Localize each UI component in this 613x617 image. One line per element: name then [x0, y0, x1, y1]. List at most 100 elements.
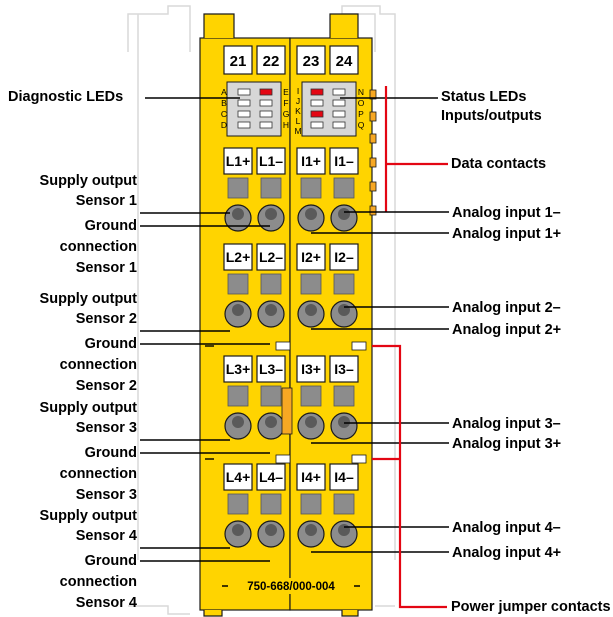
status-led-window	[301, 81, 357, 137]
led-letter: K	[295, 106, 301, 116]
data-contact	[369, 157, 377, 168]
led-letter: J	[296, 96, 300, 106]
led-letter: F	[283, 98, 288, 108]
clamp-spring	[232, 524, 244, 536]
channel-label-box	[296, 355, 326, 383]
jumper-marker	[275, 454, 291, 464]
channel-label: L3+	[226, 361, 251, 377]
terminal-number: 24	[336, 53, 353, 70]
analog-input-label: Analog input 3+	[452, 436, 561, 452]
top-latch-left	[203, 13, 235, 38]
led-letter: L	[296, 116, 301, 126]
channel-label: I1+	[301, 153, 321, 169]
channel-label-box	[256, 355, 286, 383]
release-slot	[333, 273, 355, 295]
ground-connection-label: connection	[60, 357, 137, 373]
led-indicator	[310, 121, 324, 129]
channel-label-box	[223, 463, 253, 491]
release-slot	[227, 177, 249, 199]
clamp-spring	[265, 208, 277, 220]
channel-label: L4–	[259, 469, 283, 485]
clamp-spring	[305, 304, 317, 316]
led-letter: N	[358, 87, 364, 97]
led-indicator	[259, 99, 273, 107]
channel-label: I4–	[334, 469, 354, 485]
supply-output-label: Sensor 1	[76, 193, 137, 209]
clamp-spring	[305, 416, 317, 428]
release-slot	[227, 385, 249, 407]
led-letter: D	[221, 120, 227, 130]
terminal-number: 21	[230, 53, 247, 70]
channel-label: L1–	[259, 153, 283, 169]
led-letter: C	[221, 109, 227, 119]
led-indicator	[310, 99, 324, 107]
channel-label: I2–	[334, 249, 354, 265]
ground-connection-label: Ground	[85, 553, 137, 569]
release-slot	[260, 493, 282, 515]
channel-label: L2–	[259, 249, 283, 265]
clamp-spring	[232, 304, 244, 316]
ghost-module-outline	[341, 5, 396, 52]
channel-label: L1+	[226, 153, 251, 169]
data-contact	[369, 181, 377, 192]
jumper-marker	[351, 341, 367, 351]
ground-connection-label: Sensor 2	[76, 378, 137, 394]
release-slot	[260, 385, 282, 407]
terminal-number-box	[329, 45, 359, 75]
diagnostic-led-window	[226, 81, 282, 137]
led-indicator	[259, 88, 273, 96]
led-letter: H	[283, 120, 289, 130]
analog-input-label: Analog input 4–	[452, 520, 561, 536]
supply-output-label: Sensor 4	[76, 528, 137, 544]
led-indicator	[237, 88, 251, 96]
analog-input-label: Analog input 2+	[452, 322, 561, 338]
channel-label: L4+	[226, 469, 251, 485]
release-slot	[333, 385, 355, 407]
analog-input-label: Analog input 3–	[452, 416, 561, 432]
analog-input-label: Analog input 2–	[452, 300, 561, 316]
analog-input-label: Analog input 1+	[452, 226, 561, 242]
release-slot	[260, 177, 282, 199]
status-leds-label: Inputs/outputs	[441, 108, 542, 124]
led-letter: A	[221, 87, 227, 97]
ground-connection-label: Ground	[85, 445, 137, 461]
led-letter: P	[358, 109, 364, 119]
power-jumper-bridge	[281, 387, 293, 435]
diagnostic-leds-label: Diagnostic LEDs	[8, 89, 123, 105]
clamp-spring	[338, 304, 350, 316]
channel-label-box	[329, 147, 359, 175]
clamp-spring	[305, 208, 317, 220]
supply-output-label: Sensor 3	[76, 420, 137, 436]
status-leds-label: Status LEDs	[441, 89, 526, 105]
channel-label-box	[329, 355, 359, 383]
supply-output-label: Supply output	[40, 291, 138, 307]
channel-label-box	[223, 355, 253, 383]
ghost-module-outline	[127, 5, 191, 52]
ground-connection-label: connection	[60, 239, 137, 255]
ground-connection-label: Sensor 4	[76, 595, 137, 611]
channel-label-box	[296, 147, 326, 175]
release-slot	[300, 385, 322, 407]
clamp-spring	[338, 524, 350, 536]
channel-label-box	[256, 243, 286, 271]
data-contacts-label: Data contacts	[451, 156, 546, 172]
ground-connection-label: Ground	[85, 218, 137, 234]
ground-connection-label: Ground	[85, 336, 137, 352]
channel-label: L2+	[226, 249, 251, 265]
supply-output-label: Supply output	[40, 508, 138, 524]
ground-connection-label: Sensor 3	[76, 487, 137, 503]
led-indicator	[237, 121, 251, 129]
channel-label-box	[256, 147, 286, 175]
terminal-number: 23	[303, 53, 320, 70]
data-contact	[369, 205, 377, 216]
led-letter: G	[283, 109, 290, 119]
terminal-number-box	[296, 45, 326, 75]
channel-label-box	[296, 463, 326, 491]
clamp-spring	[338, 208, 350, 220]
clamp-spring	[265, 416, 277, 428]
led-indicator	[310, 88, 324, 96]
led-indicator	[310, 110, 324, 118]
led-indicator	[332, 110, 346, 118]
led-indicator	[237, 99, 251, 107]
